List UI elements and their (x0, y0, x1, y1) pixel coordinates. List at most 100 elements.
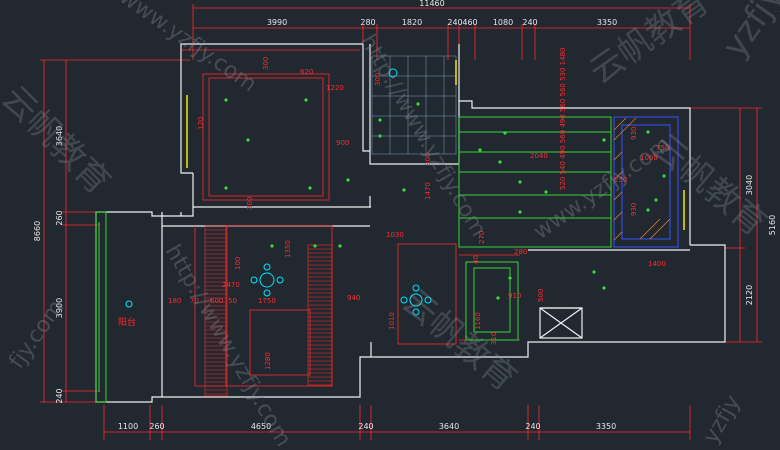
down-light-icon (245, 137, 251, 143)
dim-750: 750 (656, 144, 669, 152)
dim-left-1: 3640 (55, 126, 64, 146)
dim-1400: 1400 (648, 260, 666, 268)
interior-dimensions: 620 300 1220 900 120 300 300 1470 1030 2… (168, 47, 669, 370)
dim-500: 500 (537, 289, 545, 302)
left-dimension-chain (40, 59, 190, 403)
dim-310: 310 (490, 332, 498, 345)
chandelier-dining-icon (400, 284, 432, 316)
down-light-icon (269, 243, 275, 249)
dim-bottom-6: 240 (525, 422, 540, 431)
dim-top-1: 3990 (267, 18, 287, 27)
down-light-icon (661, 173, 667, 179)
dim-1010: 1010 (388, 312, 396, 330)
dim-910: 910 (508, 292, 521, 300)
dim-right-overall: 5160 (768, 215, 777, 235)
down-lights (223, 97, 667, 301)
watermark-brand-1: 云帆教育 (0, 78, 118, 202)
dim-top-3: 1820 (402, 18, 422, 27)
down-light-icon (303, 97, 309, 103)
dim-1470: 1470 (424, 182, 432, 200)
dim-930: 930 (630, 127, 638, 140)
ceiling-strip-blue (613, 116, 679, 248)
down-light-icon (223, 185, 229, 191)
dim-bottom-1: 1100 (118, 422, 138, 431)
down-light-icon (495, 295, 501, 301)
dim-70: 70 (190, 297, 199, 305)
down-light-icon (307, 185, 313, 191)
dim-2470: 2470 (222, 281, 240, 289)
dim-300: 300 (262, 57, 270, 70)
down-light-icon (377, 117, 383, 123)
dim-300c: 300 (424, 153, 432, 166)
watermark-brand-4: 云帆教育 (644, 126, 774, 244)
watermark-url-3: http://www.yzfjy.com (160, 241, 296, 450)
down-light-icon (312, 243, 318, 249)
dim-100: 100 (234, 257, 242, 270)
bottom-dimension-chain (103, 405, 691, 440)
dim-top-4: 240 (447, 18, 462, 27)
dim-270: 270 (478, 231, 486, 244)
down-light-icon (377, 133, 383, 139)
dim-top-7: 240 (522, 18, 537, 27)
watermark-brand-5: yzfjy (715, 0, 780, 65)
down-light-icon (517, 209, 523, 215)
watermark-url-5: fjy.com (4, 295, 69, 373)
down-light-icon (653, 197, 659, 203)
dim-930b: 930 (630, 203, 638, 216)
dim-left-overall: 8660 (33, 221, 42, 241)
dim-120: 120 (197, 117, 205, 130)
dim-bottom-4: 240 (358, 422, 373, 431)
dim-left-2: 260 (55, 210, 64, 225)
dim-250: 250 (614, 176, 627, 184)
dim-1280: 1280 (264, 352, 272, 370)
dim-bottom-3: 4650 (251, 422, 271, 431)
watermark-url-1: www.yzfjy.com (115, 0, 261, 97)
down-light-icon (223, 97, 229, 103)
bathroom-tile-grid (371, 55, 457, 155)
dim-900: 900 (336, 139, 349, 147)
dim-bottom-2: 260 (149, 422, 164, 431)
dim-left-4: 240 (55, 388, 64, 403)
room-label-balcony: 阳台 (118, 316, 136, 328)
dim-40: 40 (472, 255, 480, 264)
down-light-icon (645, 207, 651, 213)
down-light-icon (497, 159, 503, 165)
down-light-icon (645, 129, 651, 135)
dim-300b: 300 (246, 197, 254, 210)
balcony-light-icon (125, 300, 133, 308)
top-dimension-chain (192, 4, 691, 60)
down-light-icon (502, 130, 508, 136)
dim-1750: 1750 (258, 297, 276, 305)
dim-180: 180 (168, 297, 181, 305)
dim-1030: 1030 (386, 231, 404, 239)
dim-top-2: 280 (360, 18, 375, 27)
down-light-icon (543, 189, 549, 195)
dim-620: 620 (300, 68, 313, 76)
down-light-icon (507, 275, 513, 281)
ceiling-grid-green (95, 116, 612, 403)
bath-light-icon (388, 68, 398, 78)
dim-300d: 300 (374, 73, 382, 86)
dim-1350: 1350 (284, 240, 292, 258)
down-light-icon (345, 177, 351, 183)
dim-1160: 1160 (474, 312, 482, 330)
dim-top-5: 460 (462, 18, 477, 27)
dim-940: 940 (347, 294, 360, 302)
ceiling-series: 520 540 490 560 490 560 560 530 1480 (559, 47, 567, 190)
right-dimension-chain (690, 107, 762, 343)
light-fixtures (250, 68, 432, 316)
down-light-icon (477, 147, 483, 153)
chandelier-living-icon (250, 263, 284, 297)
staircase (204, 225, 333, 397)
dim-600: 600 (210, 297, 223, 305)
down-light-icon (601, 285, 607, 291)
dim-left-3: 3900 (55, 298, 64, 318)
watermark-brand-2: 云帆教育 (582, 0, 716, 92)
dim-right-2: 2120 (745, 285, 754, 305)
watermark-url-6: yzfjy (699, 391, 746, 448)
down-light-icon (591, 269, 597, 275)
hatch-orange (613, 117, 671, 241)
dim-bottom-5: 3640 (439, 422, 459, 431)
down-light-icon (401, 187, 407, 193)
